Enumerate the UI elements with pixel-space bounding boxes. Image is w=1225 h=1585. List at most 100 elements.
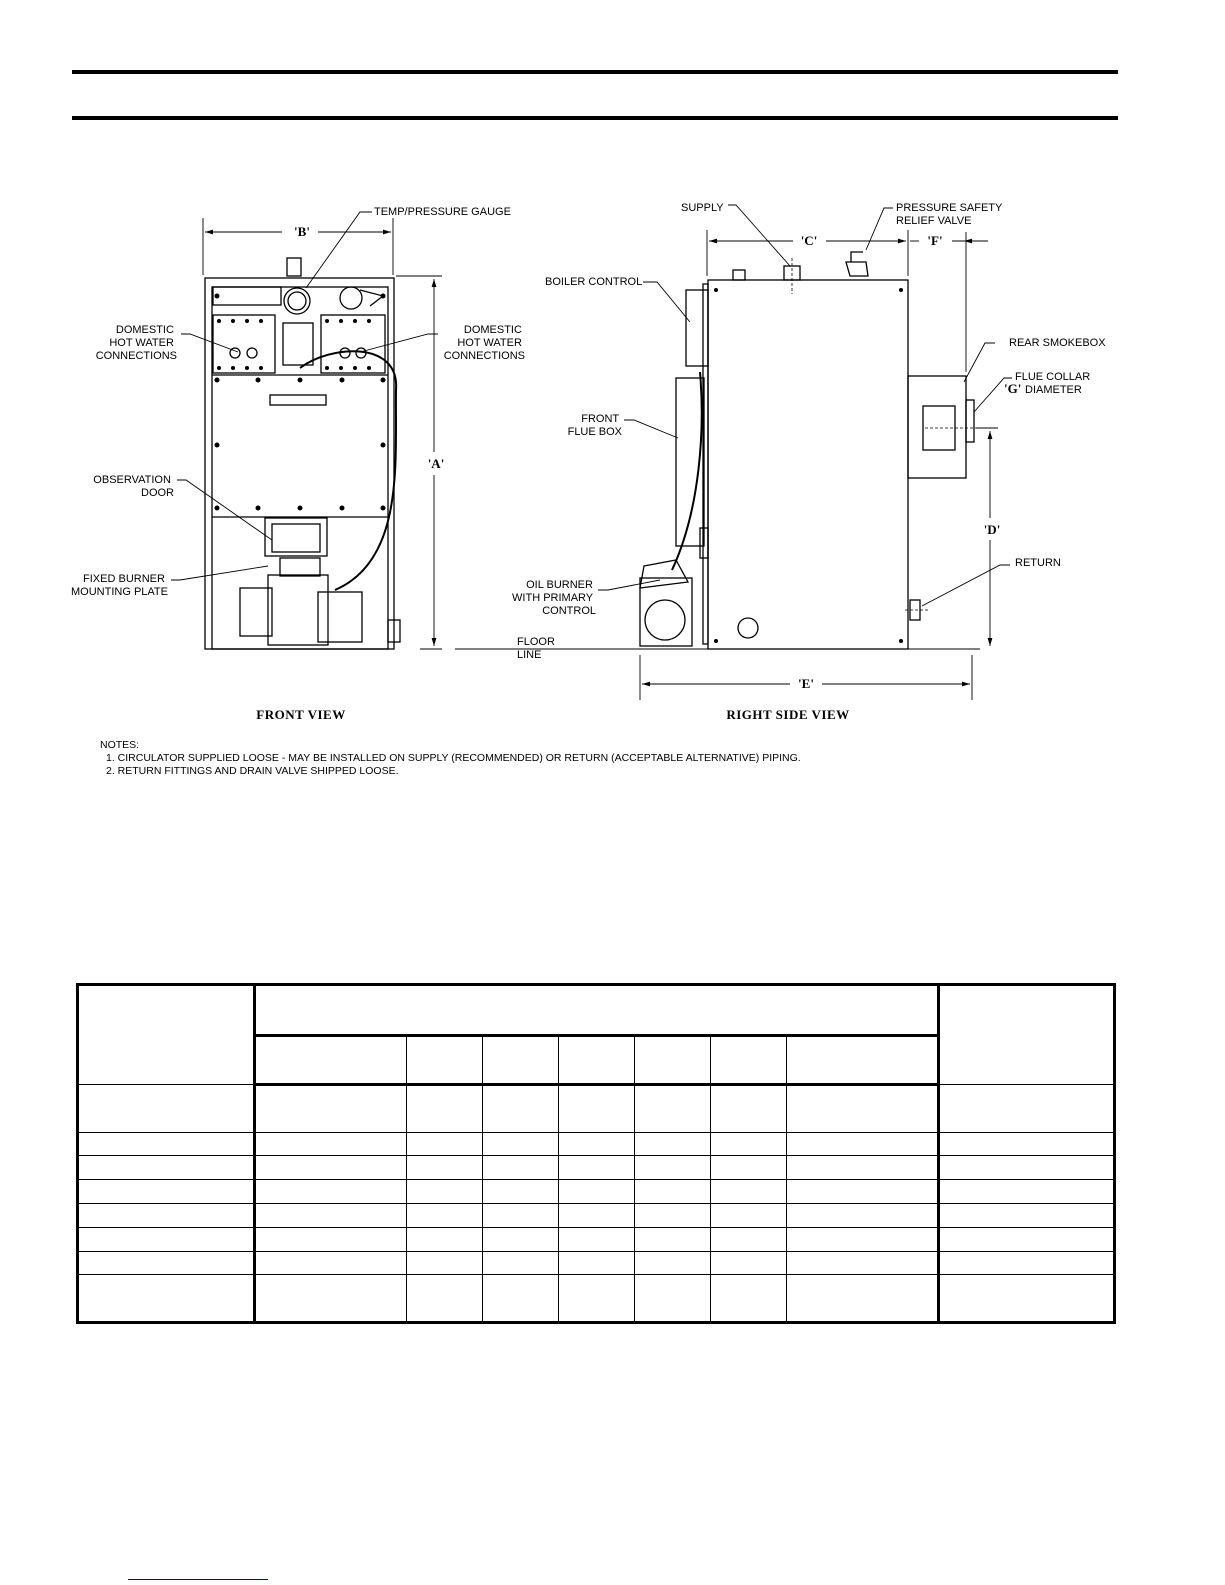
table-subheader xyxy=(406,1035,483,1086)
table-cell xyxy=(710,1250,787,1276)
table-header-last xyxy=(937,984,1115,1085)
table-cell xyxy=(254,1226,407,1252)
table-cell xyxy=(406,1131,483,1157)
side-view-title: RIGHT SIDE VIEW xyxy=(726,707,849,722)
table-cell xyxy=(406,1084,483,1133)
table-cell xyxy=(77,1274,256,1323)
table-cell xyxy=(710,1131,787,1157)
table-cell xyxy=(710,1202,787,1228)
notes-heading: NOTES: xyxy=(100,739,140,751)
callout-fixed-burner-plate: FIXED BURNER MOUNTING PLATE xyxy=(71,573,168,598)
table-cell xyxy=(710,1155,787,1181)
table-cell xyxy=(77,1084,256,1133)
note-2: 2. RETURN FITTINGS AND DRAIN VALVE SHIPP… xyxy=(106,765,399,777)
table-cell xyxy=(558,1202,635,1228)
table-cell xyxy=(254,1084,407,1133)
callout-flue-collar: FLUE COLLAR DIAMETER xyxy=(1015,371,1093,396)
table-cell xyxy=(710,1274,787,1323)
table-row xyxy=(77,1202,1115,1228)
callout-temp-pressure-gauge: TEMP/PRESSURE GAUGE xyxy=(374,206,511,218)
callout-relief-valve: PRESSURE SAFETY RELIEF VALVE xyxy=(896,202,1005,227)
table-row xyxy=(77,1274,1115,1323)
table-cell xyxy=(634,1155,711,1181)
table-row xyxy=(77,1084,1115,1133)
table-cell xyxy=(558,1274,635,1323)
dim-f: 'F' xyxy=(927,233,942,248)
table-subheader xyxy=(254,1035,407,1086)
dim-e: 'E' xyxy=(798,676,814,691)
dim-g: 'G' xyxy=(1004,381,1021,396)
table-cell xyxy=(77,1250,256,1276)
table-cell xyxy=(482,1202,559,1228)
table-cell xyxy=(77,1179,256,1204)
table-cell xyxy=(482,1084,559,1133)
dim-a: 'A' xyxy=(428,456,445,471)
table-row xyxy=(77,1250,1115,1276)
notes: NOTES: 1. CIRCULATOR SUPPLIED LOOSE - MA… xyxy=(100,739,801,778)
table-cell xyxy=(482,1155,559,1181)
table-subheader xyxy=(710,1035,787,1086)
dim-d: 'D' xyxy=(984,522,1001,537)
table-subheader xyxy=(482,1035,559,1086)
table-cell xyxy=(482,1179,559,1204)
table-cell xyxy=(482,1131,559,1157)
side-view xyxy=(639,251,980,650)
table-header-dimensions xyxy=(254,984,939,1037)
note-1: 1. CIRCULATOR SUPPLIED LOOSE - MAY BE IN… xyxy=(106,752,801,764)
table-cell xyxy=(786,1250,939,1276)
table-cell xyxy=(406,1155,483,1181)
dim-c: 'C' xyxy=(801,233,818,248)
table-cell xyxy=(710,1226,787,1252)
table-cell xyxy=(710,1084,787,1133)
table-cell xyxy=(634,1202,711,1228)
table-row xyxy=(77,1155,1115,1181)
second-rule xyxy=(72,116,1118,120)
callout-oil-burner: OIL BURNER WITH PRIMARY CONTROL xyxy=(512,579,596,617)
table-cell xyxy=(634,1131,711,1157)
callout-rear-smokebox: REAR SMOKEBOX xyxy=(1009,337,1106,349)
table-cell xyxy=(937,1131,1115,1157)
table-cell xyxy=(786,1179,939,1204)
table-cell xyxy=(77,1226,256,1252)
table-cell xyxy=(482,1250,559,1276)
table-cell xyxy=(634,1179,711,1204)
table-cell xyxy=(558,1131,635,1157)
table-cell xyxy=(710,1179,787,1204)
table-row xyxy=(77,1226,1115,1252)
table-cell xyxy=(937,1202,1115,1228)
table-cell xyxy=(406,1274,483,1323)
table-subheader xyxy=(634,1035,711,1086)
table-cell xyxy=(558,1226,635,1252)
table-cell xyxy=(406,1250,483,1276)
table-row xyxy=(77,1131,1115,1157)
table-cell xyxy=(77,1202,256,1228)
callout-return: RETURN xyxy=(1015,557,1061,569)
table-cell xyxy=(937,1226,1115,1252)
table-cell xyxy=(254,1179,407,1204)
table-cell xyxy=(406,1226,483,1252)
callout-floor-line: FLOOR LINE xyxy=(517,636,558,661)
table-cell xyxy=(254,1155,407,1181)
table-cell xyxy=(558,1155,635,1181)
table-cell xyxy=(937,1274,1115,1323)
table-cell xyxy=(634,1084,711,1133)
callout-front-flue-box: FRONT FLUE BOX xyxy=(568,413,623,438)
table-body xyxy=(77,1084,1115,1323)
table-cell xyxy=(77,1155,256,1181)
top-rule xyxy=(72,70,1118,74)
table-subheader xyxy=(558,1035,635,1086)
table-cell xyxy=(786,1226,939,1252)
table-cell xyxy=(786,1202,939,1228)
table-cell xyxy=(254,1250,407,1276)
table-cell xyxy=(634,1226,711,1252)
table-cell xyxy=(937,1179,1115,1204)
boiler-dimension-drawing: 'B' 'A' TEMP/PRESSURE GAUGE DOMESTIC HOT… xyxy=(71,202,1106,722)
table-cell xyxy=(634,1250,711,1276)
callout-domestic-hw-right: DOMESTIC HOT WATER CONNECTIONS xyxy=(444,324,525,362)
footer-link-underline[interactable] xyxy=(128,1579,268,1580)
table-cell xyxy=(558,1250,635,1276)
table-cell xyxy=(786,1155,939,1181)
table-cell xyxy=(634,1274,711,1323)
front-view xyxy=(204,257,401,650)
table-row xyxy=(77,1179,1115,1204)
